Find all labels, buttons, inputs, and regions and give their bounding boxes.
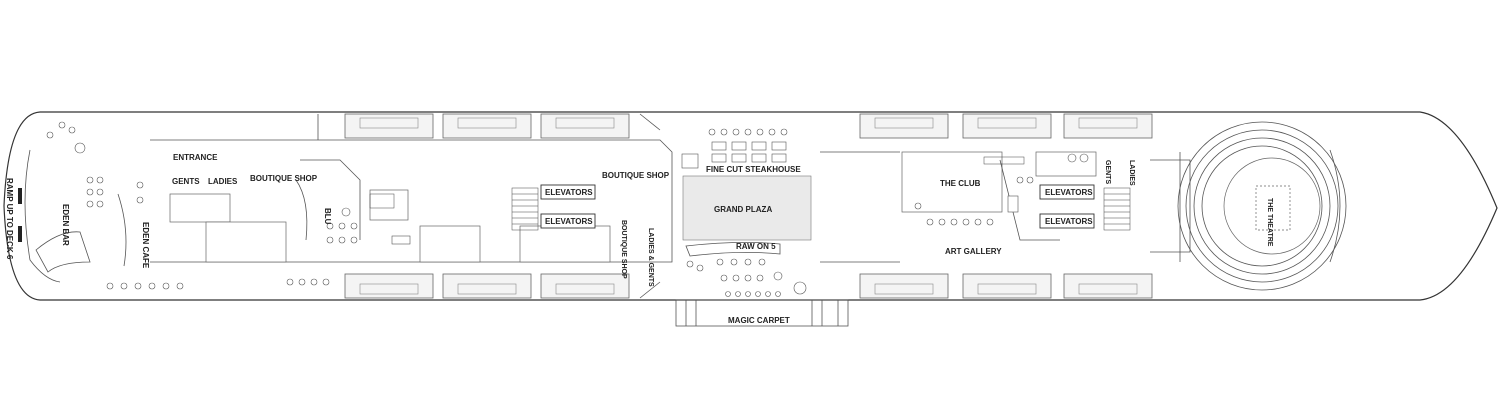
- raw-on-5-furniture: [685, 242, 807, 297]
- eden-bar-label: EDEN BAR: [61, 204, 70, 246]
- elevator-boxes: [540, 184, 1095, 229]
- lifeboats-top: [344, 113, 1153, 139]
- fine-cut-tables: [681, 128, 788, 169]
- grand-plaza-label: GRAND PLAZA: [714, 205, 772, 214]
- blu-furniture: [286, 179, 411, 286]
- boutique-shop-mid-label: BOUTIQUE SHOP: [602, 171, 670, 180]
- the-theatre-label: THE THEATRE: [1266, 198, 1273, 247]
- boutique-shop-vertical-label: BOUTIQUE SHOP: [620, 220, 627, 279]
- gents-forward-label: GENTS: [172, 177, 200, 186]
- ramp-label: RAMP UP TO DECK 6: [5, 178, 14, 260]
- magic-carpet-structure: [675, 299, 849, 327]
- stairs: [369, 156, 1131, 231]
- fine-cut-label: FINE CUT STEAKHOUSE: [706, 165, 801, 174]
- elevators-mid-bottom-label: ELEVATORS: [545, 217, 593, 226]
- entrance-label: ENTRANCE: [173, 153, 218, 162]
- eden-cafe-label: EDEN CAFE: [141, 222, 150, 269]
- elevators-aft-bottom-label: ELEVATORS: [1045, 217, 1093, 226]
- ladies-gents-mid-label: LADIES & GENTS: [647, 228, 654, 287]
- elevators-aft-top-label: ELEVATORS: [1045, 188, 1093, 197]
- art-gallery-label: ART GALLERY: [945, 247, 1002, 256]
- magic-carpet-label: MAGIC CARPET: [728, 316, 790, 325]
- ladies-forward-label: LADIES: [208, 177, 238, 186]
- blu-label: BLU: [323, 208, 332, 225]
- eden-furniture: [18, 121, 184, 290]
- elevators-mid-top-label: ELEVATORS: [545, 188, 593, 197]
- ladies-aft-label: LADIES: [1128, 160, 1135, 186]
- gents-aft-label: GENTS: [1104, 160, 1111, 184]
- raw-on-5-label: RAW ON 5: [736, 242, 776, 251]
- lifeboats-bottom: [344, 273, 1153, 299]
- boutique-shop-forward-label: BOUTIQUE SHOP: [250, 174, 318, 183]
- the-club-label: THE CLUB: [940, 179, 981, 188]
- interior-walls: [150, 113, 1181, 299]
- club-art-furniture: [914, 153, 1089, 226]
- theatre-structure: [1150, 121, 1347, 291]
